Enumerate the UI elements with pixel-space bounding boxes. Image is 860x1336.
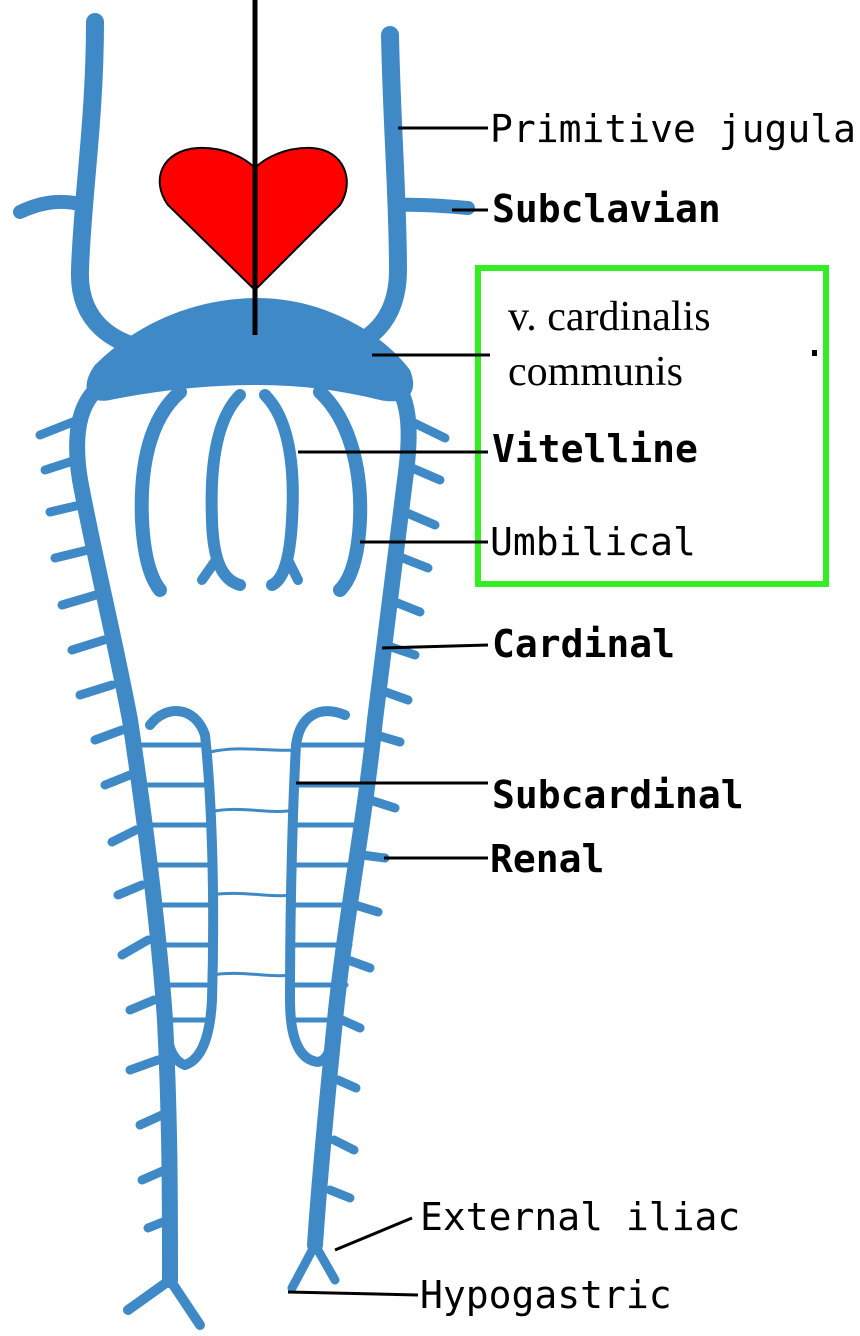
left-external-iliac-vein — [128, 1280, 170, 1310]
right-subclavian-vein — [398, 205, 468, 208]
label-renal: Renal — [490, 837, 604, 881]
left-umbilical-vein — [142, 392, 180, 590]
label-primitive-jugular: Primitive jugular — [490, 107, 860, 151]
right-subcardinal-vein — [290, 711, 345, 1062]
right-umbilical-vein — [320, 392, 360, 590]
label-cardinal: Cardinal — [492, 622, 675, 666]
right-segmental-branches — [330, 420, 445, 1198]
callout-line-1: v. cardinalis — [508, 294, 711, 340]
label-umbilical: Umbilical — [490, 520, 696, 564]
label-subcardinal: Subcardinal — [492, 773, 744, 817]
right-external-iliac-vein — [315, 1245, 335, 1280]
sinus-venosus — [87, 298, 414, 401]
right-hypogastric-vein — [292, 1245, 315, 1288]
label-vitelline: Vitelline — [492, 427, 698, 471]
label-subclavian: Subclavian — [492, 187, 721, 231]
right-vitelline-tip — [288, 560, 298, 580]
label-hypogastric: Hypogastric — [420, 1273, 672, 1317]
callout-dot — [812, 350, 817, 356]
left-primitive-jugular-vein — [80, 22, 160, 352]
left-vitelline-tip — [202, 560, 216, 580]
left-hypogastric-vein — [170, 1280, 200, 1325]
callout-line-2: communis — [508, 349, 683, 395]
label-external-iliac: External iliac — [420, 1195, 740, 1239]
left-subclavian-vein — [20, 202, 84, 212]
left-cardinal-vein — [77, 380, 170, 1280]
